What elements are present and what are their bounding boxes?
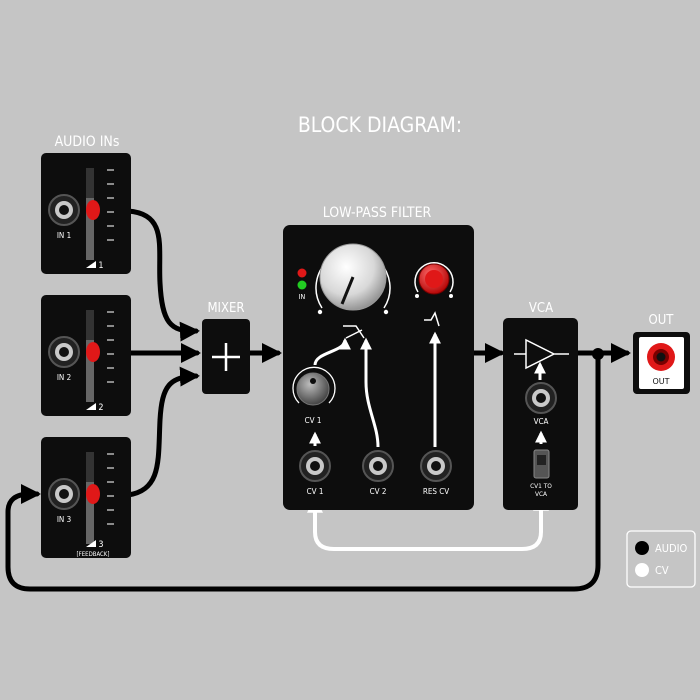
cv-cable-cv1-to-vca xyxy=(313,493,549,551)
cv-legend-swatch xyxy=(635,563,649,577)
legend-audio-label: AUDIO xyxy=(655,542,688,555)
fader-knob-3[interactable] xyxy=(86,484,100,504)
input-jack-label: IN 3 xyxy=(57,515,71,524)
out-heading: OUT xyxy=(649,313,675,328)
out-module: OUT xyxy=(633,332,690,394)
cv1-knob-scale xyxy=(292,366,336,404)
audio-ins-heading: AUDIO INs xyxy=(55,134,120,150)
cable-junction xyxy=(592,348,604,360)
fader-knob-1[interactable] xyxy=(86,200,100,220)
cutoff-pointer xyxy=(340,276,355,305)
cv2-to-cutoff-line xyxy=(360,337,380,448)
fader-triangle-icon xyxy=(86,540,96,547)
resonance-scale-arc xyxy=(414,262,454,293)
diagram-title: BLOCK DIAGRAM: xyxy=(298,113,462,137)
cv2-jack[interactable] xyxy=(362,450,394,482)
vca-heading: VCA xyxy=(529,301,553,316)
fader-number: 1 xyxy=(98,261,103,271)
cable-in3-mixer xyxy=(125,366,200,498)
resonance-symbol-icon xyxy=(424,311,440,327)
fader-number: 2 xyxy=(98,403,103,413)
audio-in-channel-2: IN 2 2 xyxy=(41,295,131,416)
cv1-jack-label: CV 1 xyxy=(307,487,324,496)
mixer-block xyxy=(202,319,250,394)
plus-icon xyxy=(212,343,240,371)
filter-module: IN CV 1 CV 1 xyxy=(283,225,474,510)
cv1-to-cutoff-line xyxy=(313,337,351,366)
filter-heading: LOW-PASS FILTER xyxy=(323,205,432,221)
amplifier-symbol-icon xyxy=(514,338,569,370)
cutoff-symbol-icon xyxy=(343,325,365,339)
vca-jack-label: VCA xyxy=(534,417,549,426)
fader-knob-2[interactable] xyxy=(86,342,100,362)
fader-number: 3 xyxy=(98,540,103,550)
led-label: IN xyxy=(299,293,306,301)
red-led-icon xyxy=(297,268,307,278)
audio-in-channel-1: IN 1 1 xyxy=(41,153,131,274)
cv2-jack-label: CV 2 xyxy=(370,487,387,496)
res-cv-jack-label: RES CV xyxy=(423,487,449,496)
vca-module: VCA CV1 TO VCA xyxy=(503,318,578,510)
cable-feedback xyxy=(5,350,601,592)
res-cv-jack[interactable] xyxy=(420,450,452,482)
fader-triangle-icon xyxy=(86,261,96,268)
output-jack[interactable] xyxy=(647,343,675,371)
switch-label-line-1: CV1 TO xyxy=(530,482,552,490)
out-jack-label: OUT xyxy=(652,377,669,386)
legend-cv-label: CV xyxy=(655,564,669,577)
cable-in1-mixer xyxy=(125,208,200,342)
feedback-note: [FEEDBACK] xyxy=(77,551,110,558)
green-led-icon xyxy=(297,280,307,290)
cv1-knob-label: CV 1 xyxy=(305,416,322,425)
input-jack-label: IN 1 xyxy=(57,231,71,240)
audio-in-channel-3: IN 3 3 [FEEDBACK] xyxy=(41,437,131,558)
audio-legend-swatch xyxy=(635,541,649,555)
cv1-jack[interactable] xyxy=(299,450,331,482)
fader-triangle-icon xyxy=(86,403,96,410)
cv1-attenuator-knob[interactable] xyxy=(296,372,330,406)
mixer-heading: MIXER xyxy=(207,301,244,316)
legend: AUDIO CV xyxy=(626,530,696,588)
input-jack-label: IN 2 xyxy=(57,373,71,382)
vca-cv-jack[interactable] xyxy=(525,382,557,414)
switch-label-line-2: VCA xyxy=(535,490,547,498)
